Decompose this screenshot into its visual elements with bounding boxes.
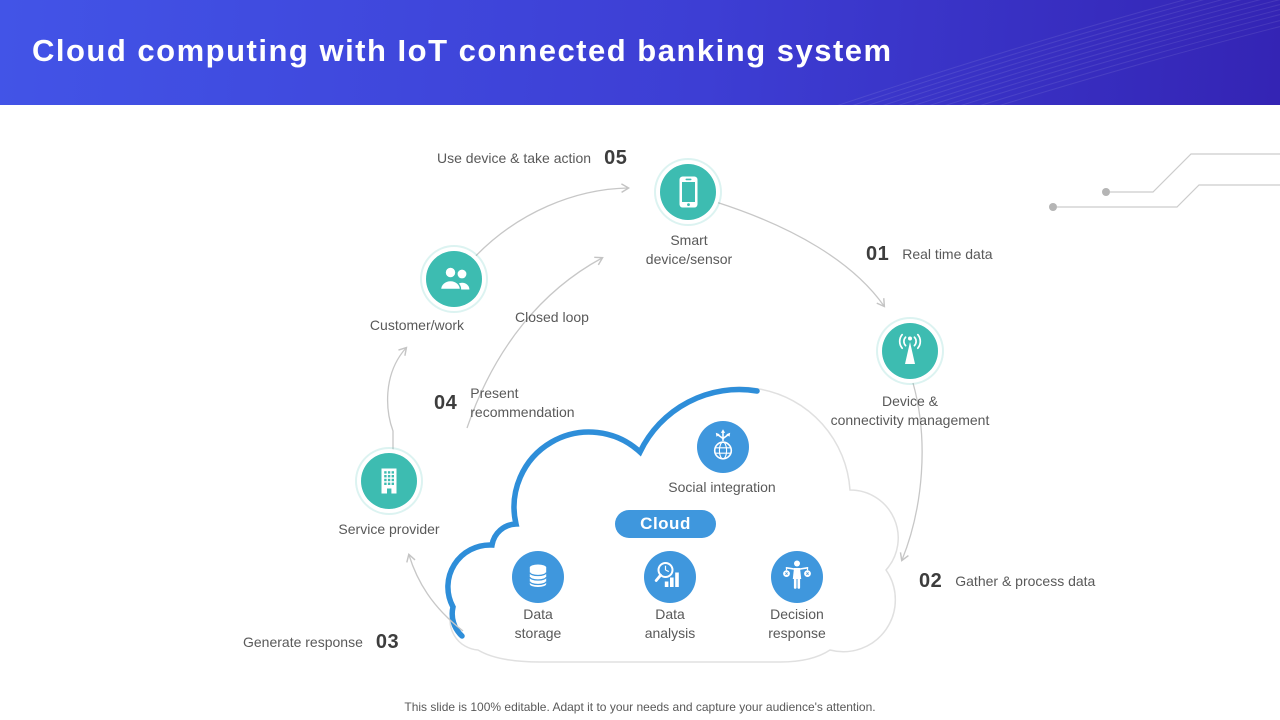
node-label-customer: Customer/work — [369, 317, 465, 333]
node-smart-device — [660, 164, 716, 220]
node-label-data-storage: Data storage — [514, 606, 562, 642]
header-swoosh-decoration — [837, 0, 1280, 105]
customers-icon — [439, 266, 470, 291]
step-01-number: 01 — [866, 243, 890, 265]
footer-note: This slide is 100% editable. Adapt it to… — [404, 700, 876, 714]
social-network-globe-icon — [713, 429, 733, 460]
arrow-service-provider-to-customer — [386, 346, 408, 451]
step-03-number: 03 — [375, 631, 400, 653]
node-customer — [426, 251, 482, 307]
building-icon — [381, 468, 397, 494]
step-05-number: 05 — [604, 147, 628, 169]
database-icon — [529, 564, 547, 587]
node-label-device-connectivity: Device & connectivity management — [830, 393, 990, 429]
node-decision-response — [771, 551, 823, 603]
arrow-customer-to-smart-device — [470, 183, 631, 262]
node-device-connectivity — [882, 323, 938, 379]
smartphone-icon — [679, 176, 698, 208]
step-03: Generate response 03 — [243, 631, 399, 654]
antenna-icon — [898, 333, 922, 364]
circuit-line-lower — [1057, 184, 1280, 208]
magnifier-chart-icon — [654, 562, 679, 587]
step-05: Use device & take action 05 — [437, 147, 627, 170]
arrow-smart-device-to-connectivity — [715, 201, 886, 308]
arrow-closed-loop — [466, 256, 604, 429]
circuit-dot-lower — [1049, 203, 1057, 211]
node-label-social-integration: Social integration — [668, 479, 776, 495]
node-label-decision-response: Decision response — [768, 606, 826, 642]
arrow-cloud-to-service-provider — [406, 553, 464, 632]
arrow-connectivity-to-cloud — [899, 382, 923, 562]
node-label-data-analysis: Data analysis — [644, 606, 696, 642]
circuit-dot-upper — [1102, 188, 1110, 196]
node-data-storage — [512, 551, 564, 603]
circuit-line-upper — [1110, 153, 1280, 193]
step-02: 02 Gather & process data — [919, 570, 1095, 593]
slide-title: Cloud computing with IoT connected banki… — [32, 33, 893, 68]
node-data-analysis — [644, 551, 696, 603]
cloud-label-pill: Cloud — [615, 510, 716, 538]
step-04-number: 04 — [434, 391, 458, 414]
closed-loop-label: Closed loop — [515, 309, 589, 325]
cloud-label: Cloud — [640, 514, 691, 533]
header-banner: Cloud computing with IoT connected banki… — [0, 0, 1280, 105]
balance-person-icon — [783, 560, 811, 589]
step-04-label: Present recommendation — [470, 385, 575, 421]
node-label-service-provider: Service provider — [338, 521, 440, 537]
step-01-label: Real time data — [902, 245, 993, 262]
step-05-label: Use device & take action — [437, 149, 592, 166]
node-label-smart-device: Smart device/sensor — [645, 232, 733, 268]
step-03-label: Generate response — [243, 633, 363, 650]
step-02-label: Gather & process data — [955, 572, 1096, 589]
step-04: 04 Present recommendation — [434, 384, 575, 423]
node-service-provider — [361, 453, 417, 509]
step-02-number: 02 — [919, 570, 943, 592]
step-01: 01 Real time data — [866, 243, 993, 266]
node-social-integration — [697, 421, 749, 473]
cloud-blue-edge — [445, 386, 760, 639]
